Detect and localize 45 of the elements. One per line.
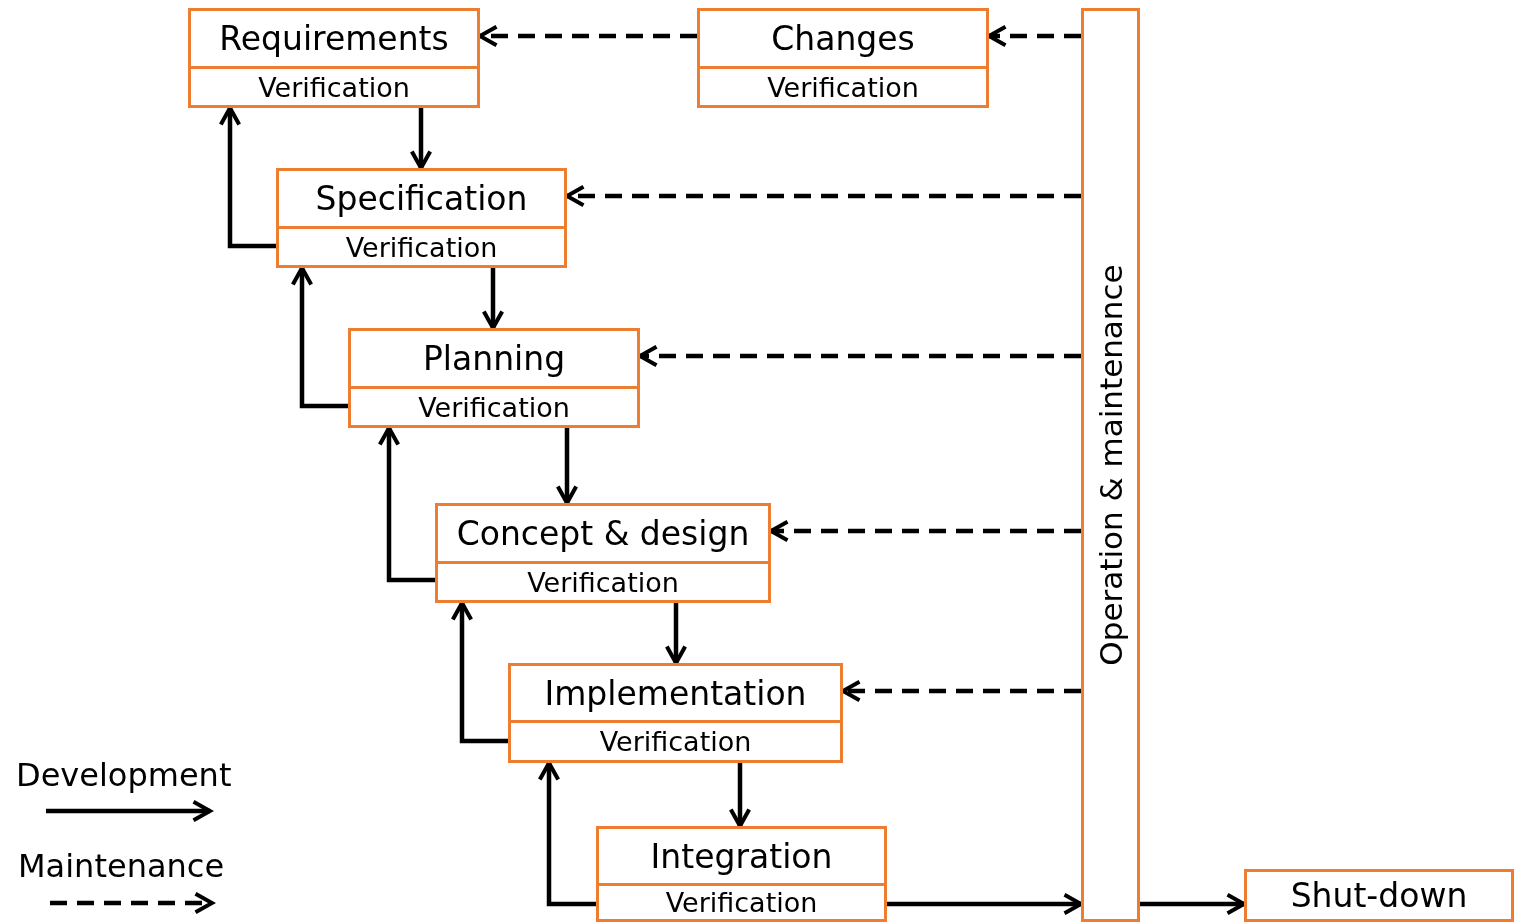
dashed-arrow xyxy=(987,24,1081,48)
dashed-arrow xyxy=(565,184,1081,208)
arrow xyxy=(664,603,688,665)
phase-box xyxy=(348,328,640,428)
verification-label: Verification xyxy=(417,390,571,425)
verification-label: Verification xyxy=(344,230,499,265)
arrow xyxy=(537,761,596,907)
arrow xyxy=(290,266,348,409)
verification-label: Verification xyxy=(526,565,680,600)
phase-column xyxy=(1081,8,1140,922)
phase-label: Implementation xyxy=(511,666,840,723)
phase-label: Concept & design xyxy=(438,506,768,564)
phase-box xyxy=(697,8,989,108)
phase-label: Integration xyxy=(599,829,884,886)
verification-label: Verification xyxy=(257,70,411,105)
arrow xyxy=(481,268,505,330)
phase-label: Changes xyxy=(700,11,986,69)
legend-label: Development xyxy=(16,756,232,794)
phase-label: Specification xyxy=(279,171,564,229)
arrow xyxy=(377,426,435,583)
verification-label: Verification xyxy=(598,725,753,759)
phase-box xyxy=(508,663,843,763)
dashed-arrow xyxy=(478,24,697,48)
arrow xyxy=(887,892,1083,916)
phase-box xyxy=(188,8,480,108)
arrow xyxy=(450,601,508,744)
phase-label: Shut-down xyxy=(1289,875,1469,917)
legend-label: Maintenance xyxy=(18,847,225,885)
phase-box xyxy=(276,168,567,268)
arrow xyxy=(409,108,433,170)
verification-label: Verification xyxy=(766,70,920,105)
arrow xyxy=(218,106,276,249)
phase-box xyxy=(596,826,887,922)
phase-label: Planning xyxy=(351,331,637,389)
phase-label: Operation & maintenance xyxy=(1092,264,1129,666)
arrow xyxy=(1140,892,1246,916)
phase-box xyxy=(435,503,771,603)
dashed-arrow xyxy=(841,679,1081,703)
arrow xyxy=(728,763,752,828)
phase-box xyxy=(1244,869,1514,922)
dashed-arrow xyxy=(769,519,1081,543)
dashed-arrow xyxy=(638,344,1081,368)
arrow xyxy=(555,428,579,505)
verification-label: Verification xyxy=(664,886,819,919)
phase-label: Requirements xyxy=(191,11,477,69)
